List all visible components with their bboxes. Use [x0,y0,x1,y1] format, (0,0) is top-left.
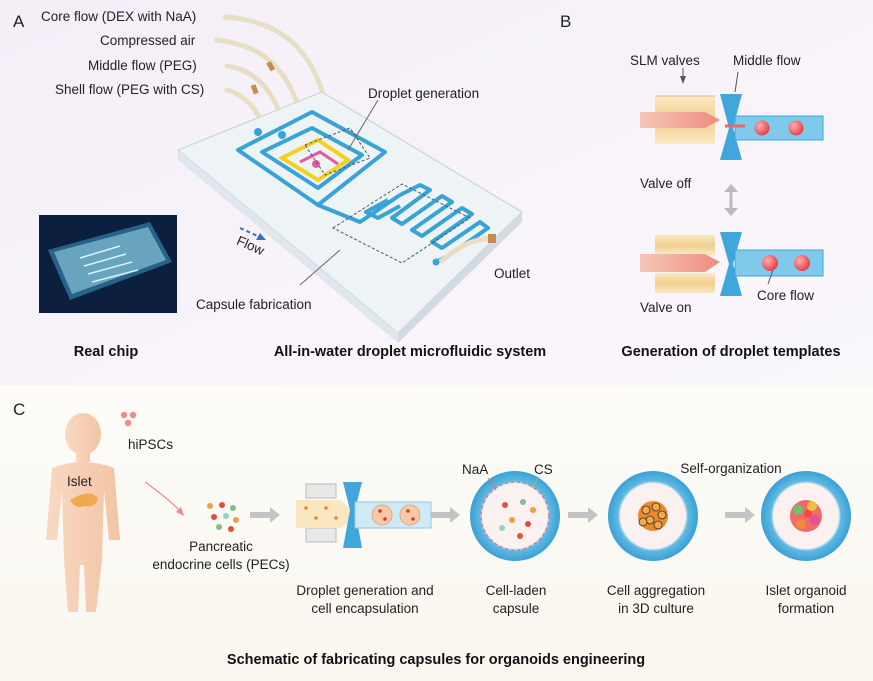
step2-label-line1: Cell-laden [485,583,547,598]
slm-valves-label: SLM valves [630,53,700,68]
self-organization-label: Self-organization [680,461,782,476]
capsule-fabrication-leader [299,249,341,286]
naa-leader [487,477,497,491]
cs-leader [531,477,539,489]
pink-core-channel [299,150,339,166]
panel-label-b: B [560,12,572,31]
step1-label-line2: cell encapsulation [311,601,419,616]
cs-label: CS [534,462,553,477]
step4-label-line2: formation [777,601,835,616]
capsule-fabrication-label: Capsule fabrication [196,297,312,312]
droplet-generation-leader [347,99,379,151]
inlet-shell-flow-label: Shell flow (PEG with CS) [55,82,205,97]
capsule-fabrication-box [331,183,471,264]
bottom-background [0,385,873,681]
outlet-label: Outlet [494,266,531,281]
chip-edge-front [178,150,398,343]
step3-label-line1: Cell aggregation [606,583,706,598]
droplet-generation-box [304,127,371,176]
toggle-arrow [724,184,738,216]
real-chip-photo [39,215,177,313]
naa-label: NaA [462,462,489,477]
hipscs-cells [120,411,137,427]
panel-b-caption: Generation of droplet templates [621,344,841,360]
middle-flow-label: Middle flow [733,53,801,68]
valve-off-label: Valve off [640,176,692,191]
real-chip-caption: Real chip [73,344,139,360]
step2-label-line2: capsule [492,601,540,616]
inlet-middle-flow-label: Middle flow (PEG) [88,58,197,73]
step3-label-line2: in 3D culture [618,601,694,616]
inlet-compressed-air-label: Compressed air [100,33,196,48]
panel-c-caption: Schematic of fabricating capsules for or… [226,652,646,668]
inlet-core-flow-label: Core flow (DEX with NaA) [41,9,197,24]
junction-dot [312,160,320,168]
pancreas-icon [70,493,98,508]
process-arrow-3 [568,507,598,523]
step4-label-line1: Islet organoid [765,583,847,598]
hipscs-label: hiPSCs [128,437,174,452]
aggregation-capsule [608,471,698,561]
process-arrow-1 [250,507,280,523]
panel-a-caption: All-in-water droplet microfluidic system [273,344,547,360]
step1-label-line1: Droplet generation and [296,583,434,598]
islet-label: Islet [67,474,92,489]
pecs-label-line1: Pancreatic [189,539,253,554]
valve-on-label: Valve on [640,300,692,315]
valve-on-schematic [640,232,824,296]
process-arrow-4 [725,507,755,523]
human-body [46,413,120,612]
valve-off-schematic [640,94,824,160]
microfluidic-channels [236,110,490,264]
droplet-generation-label: Droplet generation [368,86,480,101]
chip-edge-side [398,212,522,343]
pecs-cells [207,502,239,532]
pecs-label-line2: endocrine cells (PECs) [152,557,290,572]
process-arrow-2 [430,507,460,523]
core-flow-label: Core flow [757,288,815,303]
encapsulation-device [296,482,432,548]
panel-label-c: C [13,400,26,419]
panel-label-a: A [13,12,25,31]
cell-laden-capsule [470,471,560,561]
organoid-capsule [761,471,851,561]
